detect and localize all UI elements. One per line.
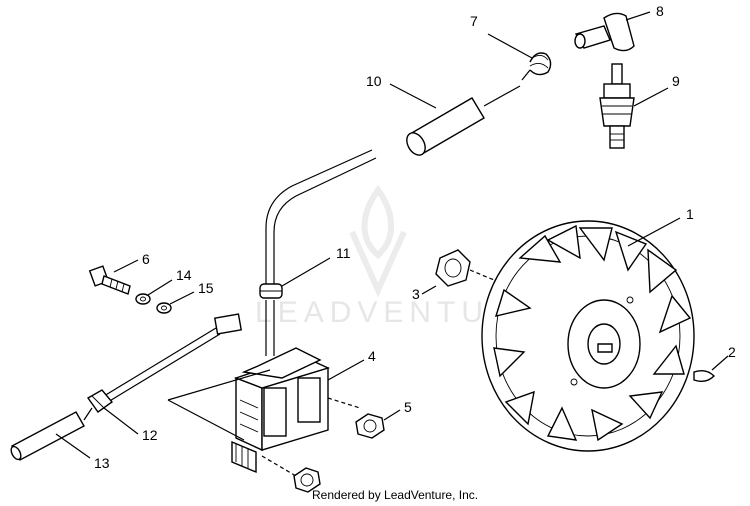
callout-7: 7 bbox=[470, 13, 478, 29]
callout-6: 6 bbox=[142, 251, 150, 267]
callout-3: 3 bbox=[412, 286, 420, 302]
bolt: 6 bbox=[88, 251, 150, 295]
washer-15: 15 bbox=[156, 280, 214, 314]
wire-connector: 12 bbox=[86, 389, 158, 443]
washer-14: 14 bbox=[135, 267, 192, 305]
callout-10: 10 bbox=[366, 73, 382, 89]
callout-14: 14 bbox=[176, 267, 192, 283]
key: 2 bbox=[693, 344, 736, 383]
callout-5: 5 bbox=[404, 399, 412, 415]
callout-2: 2 bbox=[728, 344, 736, 360]
callout-9: 9 bbox=[672, 73, 680, 89]
coil-nut: 5 bbox=[293, 399, 412, 493]
stop-wire bbox=[103, 313, 243, 403]
flywheel-nut: 3 bbox=[412, 249, 495, 302]
grommet: 11 bbox=[259, 245, 351, 299]
ht-lead bbox=[265, 149, 377, 356]
callout-8: 8 bbox=[656, 3, 664, 19]
render-credit: Rendered by LeadVenture, Inc. bbox=[312, 488, 478, 502]
callout-15: 15 bbox=[198, 280, 214, 296]
spark-plug: 9 bbox=[599, 63, 680, 149]
spring: 7 bbox=[470, 13, 552, 81]
insulator-sleeve: 13 bbox=[10, 407, 110, 471]
callout-4: 4 bbox=[368, 348, 376, 364]
ignition-coil: 4 bbox=[167, 347, 376, 477]
watermark-flame-icon bbox=[349, 184, 407, 298]
callout-1: 1 bbox=[686, 206, 694, 222]
plug-cap: 8 bbox=[574, 3, 664, 52]
callout-12: 12 bbox=[142, 427, 158, 443]
callout-11: 11 bbox=[336, 245, 351, 261]
hose-tube: 10 bbox=[366, 73, 521, 156]
flywheel: 1 bbox=[481, 206, 695, 452]
callout-13: 13 bbox=[94, 455, 110, 471]
